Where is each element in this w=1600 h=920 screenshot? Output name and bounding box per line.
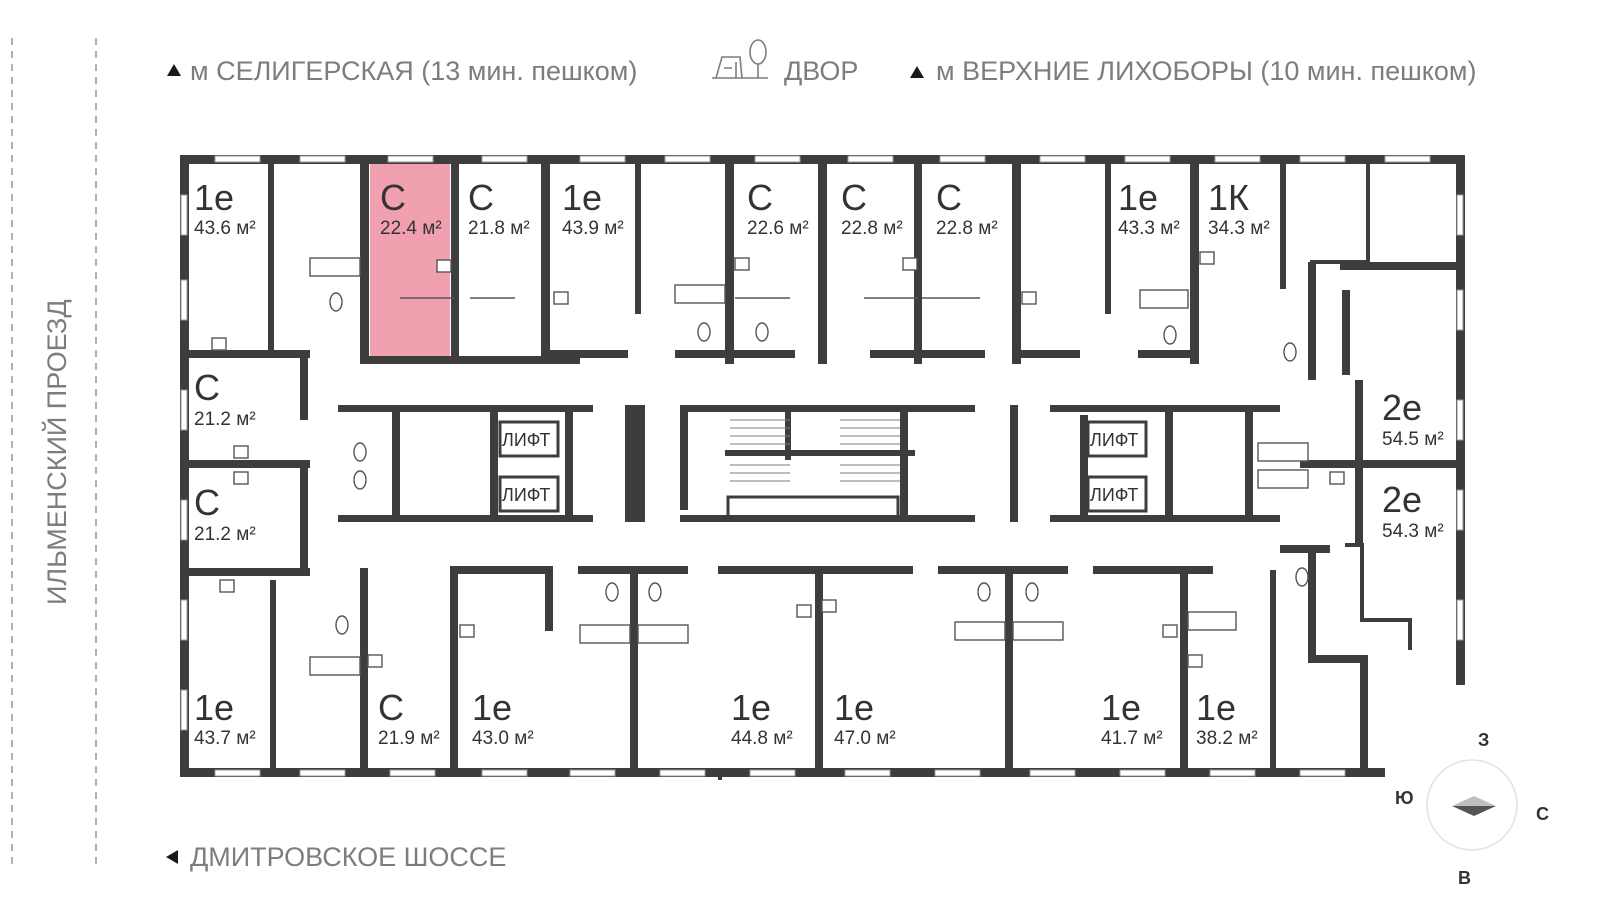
unit-area: 43.0 м²: [472, 728, 534, 749]
metro-left-label: м СЕЛИГЕРСКАЯ (13 мин. пешком): [190, 56, 637, 86]
unit-type: С: [194, 482, 220, 523]
yard-label: ДВОР: [784, 56, 858, 86]
unit-area: 21.8 м²: [468, 218, 530, 239]
unit-type: С: [936, 177, 962, 218]
metro-right-label: м ВЕРХНИЕ ЛИХОБОРЫ (10 мин. пешком): [936, 56, 1476, 86]
compass-north-label: С: [1536, 804, 1549, 824]
unit-type: 1е: [194, 687, 234, 728]
unit-area: 38.2 м²: [1196, 728, 1258, 749]
unit-area: 34.3 м²: [1208, 218, 1270, 239]
unit-area: 54.3 м²: [1382, 521, 1444, 542]
unit-area: 54.5 м²: [1382, 429, 1444, 450]
unit-area: 21.9 м²: [378, 728, 440, 749]
compass-icon: [1426, 759, 1518, 851]
top-row-partitions: [180, 155, 1458, 420]
unit-type: С: [194, 367, 220, 408]
unit-type: 1К: [1208, 177, 1249, 218]
compass-south-label: Ю: [1395, 788, 1414, 808]
triangle-marker-icon: [167, 64, 181, 76]
unit-type: С: [468, 177, 494, 218]
unit-type: 1е: [1118, 177, 1158, 218]
unit-area: 43.9 м²: [562, 218, 624, 239]
lift-label: ЛИФТ: [502, 485, 550, 505]
unit-type: 1е: [1101, 687, 1141, 728]
unit-type: 2е: [1382, 387, 1422, 428]
unit-area: 43.6 м²: [194, 218, 256, 239]
unit-area: 22.8 м²: [841, 218, 903, 239]
unit-type: 1е: [1196, 687, 1236, 728]
unit-type: С: [747, 177, 773, 218]
unit-area: 43.7 м²: [194, 728, 256, 749]
unit-area: 41.7 м²: [1101, 728, 1163, 749]
unit-area: 21.2 м²: [194, 524, 256, 545]
triangle-marker-icon: [910, 66, 924, 78]
unit-type: 1е: [194, 177, 234, 218]
lift-label: ЛИФТ: [1090, 430, 1138, 450]
unit-area: 22.4 м²: [380, 218, 442, 239]
unit-type: 1е: [472, 687, 512, 728]
lift-label: ЛИФТ: [502, 430, 550, 450]
unit-area: 21.2 м²: [194, 409, 256, 430]
unit-area: 43.3 м²: [1118, 218, 1180, 239]
unit-area: 22.6 м²: [747, 218, 809, 239]
bottom-row-partitions: [270, 543, 1412, 780]
unit-type: 1е: [731, 687, 771, 728]
compass-west-label: З: [1478, 730, 1489, 750]
unit-area: 22.8 м²: [936, 218, 998, 239]
bathroom-fixtures: [211, 251, 1345, 676]
lift-label: ЛИФТ: [1090, 485, 1138, 505]
compass-east-label: В: [1458, 868, 1471, 888]
unit-area: 47.0 м²: [834, 728, 896, 749]
unit-type: С: [841, 177, 867, 218]
yard-icon: [712, 39, 768, 79]
unit-type: 1е: [562, 177, 602, 218]
street-left-label: ИЛЬМЕНСКИЙ ПРОЕЗД: [41, 299, 72, 605]
triangle-marker-icon: [166, 850, 178, 864]
lift-shafts: [498, 420, 1148, 513]
unit-type: 2е: [1382, 479, 1422, 520]
unit-labels: 1е 43.6 м² С 22.4 м² С 21.8 м² 1е 43.9 м…: [194, 177, 1444, 749]
street-bottom-label: ДМИТРОВСКОЕ ШОССЕ: [190, 842, 506, 872]
unit-type: 1е: [834, 687, 874, 728]
unit-type: С: [380, 177, 406, 218]
stairs: [726, 419, 900, 519]
unit-area: 44.8 м²: [731, 728, 793, 749]
unit-type: С: [378, 687, 404, 728]
